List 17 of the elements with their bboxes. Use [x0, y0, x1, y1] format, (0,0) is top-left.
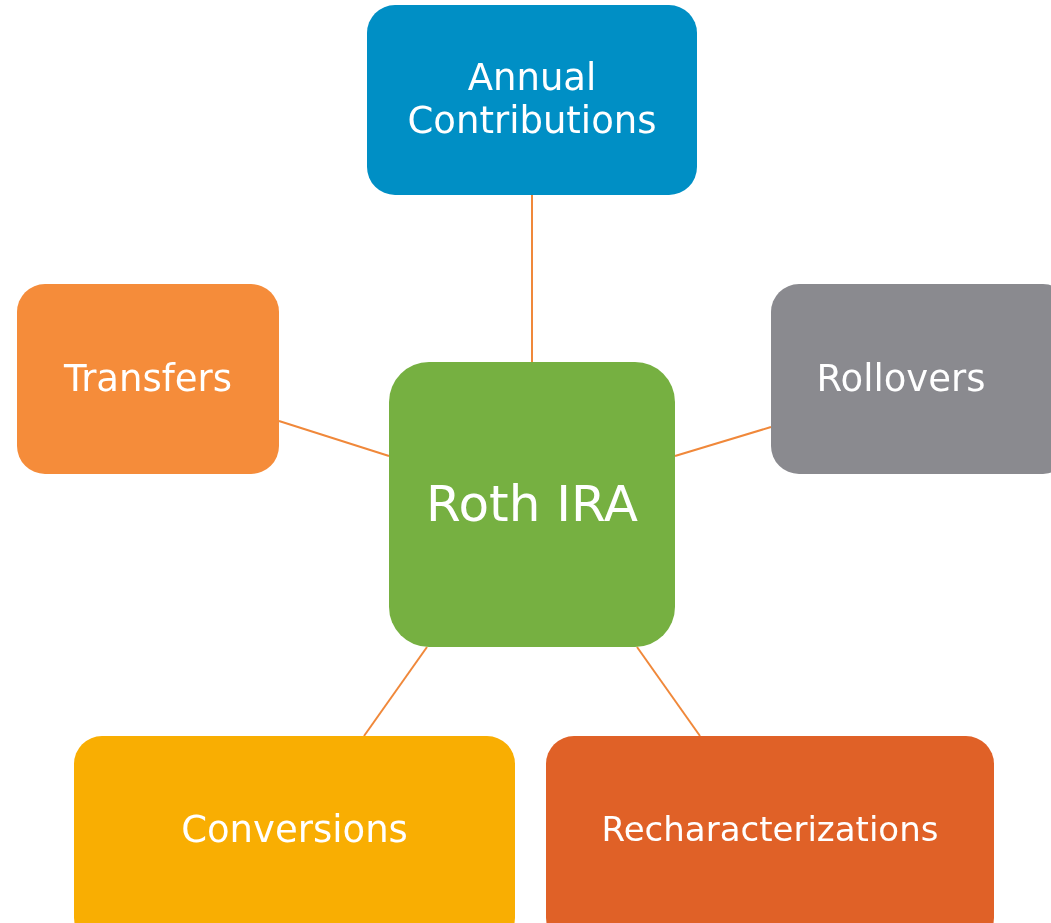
rounded-box: [367, 5, 697, 195]
node-label: Rollovers: [816, 357, 986, 401]
rounded-box: [74, 736, 515, 923]
connector-line: [363, 646, 428, 737]
node-label: Conversions: [181, 808, 408, 852]
connector-line: [674, 426, 772, 457]
rounded-box: [389, 362, 675, 647]
rounded-box: [771, 284, 1051, 474]
rounded-box: [17, 284, 279, 474]
node-label: Annual Contributions: [406, 57, 658, 143]
node-label: Transfers: [63, 357, 233, 401]
node-label: Roth IRA: [426, 475, 638, 534]
connector-line: [636, 646, 701, 737]
node-label: Recharacterizations: [601, 810, 939, 850]
connector-line: [531, 194, 533, 363]
connector-line: [278, 420, 390, 457]
rounded-box: [546, 736, 994, 923]
